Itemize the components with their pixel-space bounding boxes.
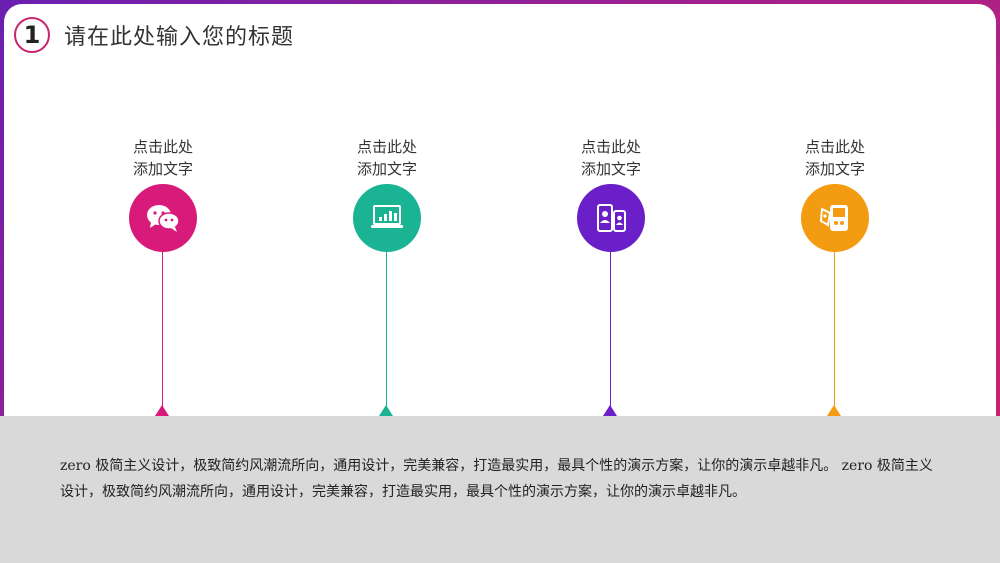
item-label-line2[interactable]: 添加文字 [804,160,865,178]
slide-title[interactable]: 请在此处输入您的标题 [64,25,295,50]
mobile-contacts-icon [577,184,645,252]
timeline-item-1: 点击此处 添加文字 [93,136,233,252]
wechat-icon [129,184,197,252]
timeline-item-4: 点击此处 添加文字 [765,136,905,252]
title-bar: 1 请在此处输入您的标题 [14,14,294,56]
text-panel [0,416,1000,563]
item-label-line1[interactable]: 点击此处 [804,138,865,156]
body-paragraph[interactable]: zero 极简主义设计，极致简约风潮流所向，通用设计，完美兼容，打造最实用，最具… [60,458,933,500]
item-label-line2[interactable]: 添加文字 [132,160,193,178]
item-label-line1[interactable]: 点击此处 [580,138,641,156]
laptop-chart-icon [353,184,421,252]
section-number: 1 [14,17,50,53]
timeline-marker-3 [603,405,617,416]
item-label-line2[interactable]: 添加文字 [356,160,417,178]
timeline-item-2: 点击此处 添加文字 [317,136,457,252]
timeline-line-2 [386,250,387,412]
item-label-line1[interactable]: 点击此处 [356,138,417,156]
timeline-item-3: 点击此处 添加文字 [541,136,681,252]
timeline-line-1 [162,250,163,412]
timeline-line-3 [610,250,611,412]
item-label-line2[interactable]: 添加文字 [580,160,641,178]
timeline-line-4 [834,250,835,412]
timeline-marker-1 [155,405,169,416]
item-label-line1[interactable]: 点击此处 [132,138,193,156]
game-device-icon [801,184,869,252]
timeline-marker-2 [379,405,393,416]
timeline-marker-4 [827,405,841,416]
